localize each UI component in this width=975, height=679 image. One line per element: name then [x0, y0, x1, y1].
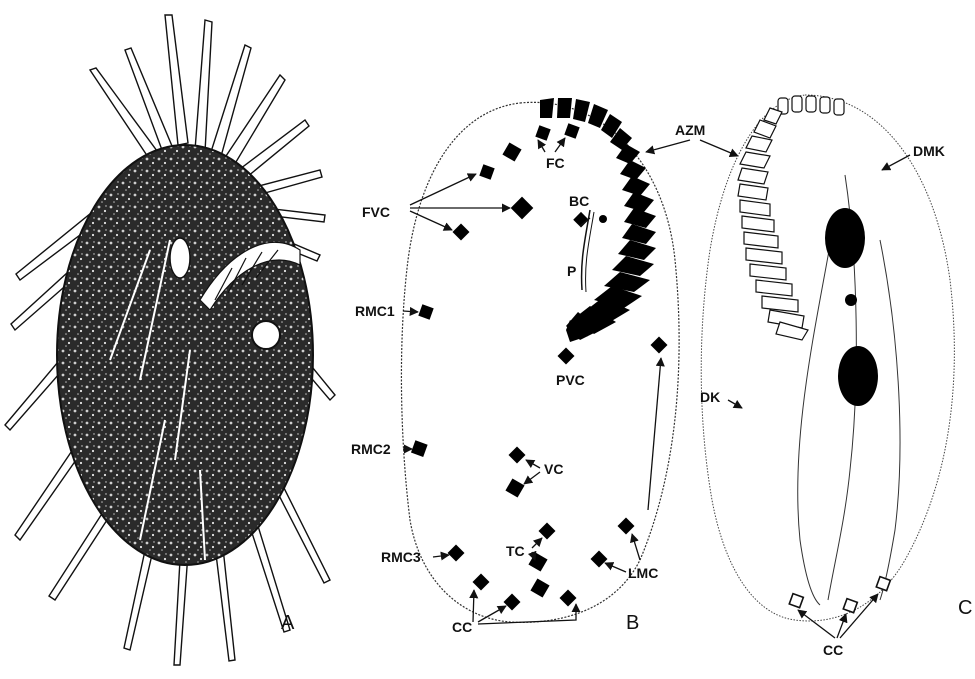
panel-c-letter: C [958, 597, 972, 619]
panel-b-arrows [403, 138, 661, 624]
label-pvc: PVC [556, 372, 585, 388]
panel-b-letter: B [626, 612, 639, 634]
panel-b-adoral-zone [540, 98, 656, 342]
label-rmc2: RMC2 [351, 441, 391, 457]
label-vc: VC [544, 461, 563, 477]
label-rmc3: RMC3 [381, 549, 421, 565]
panel-c-labels: DMK DK CC [700, 143, 945, 658]
label-cc-b: CC [452, 619, 472, 635]
label-cc-c: CC [823, 642, 843, 658]
panel-a-contractile-vacuole [252, 321, 280, 349]
panel-a-letter: A [281, 612, 295, 634]
panel-b-illustration: FC FVC BC P PVC RMC1 RMC2 VC TC RMC3 LMC… [351, 98, 679, 635]
panel-c-illustration: DMK DK CC C [700, 95, 972, 658]
label-fvc: FVC [362, 204, 390, 220]
panel-a-illustration: A [5, 15, 335, 665]
azm-annotation: AZM [646, 122, 738, 156]
panel-a-cell-body [57, 145, 313, 565]
label-tc: TC [506, 543, 525, 559]
label-dmk: DMK [913, 143, 945, 159]
label-fc: FC [546, 155, 565, 171]
label-bc: BC [569, 193, 589, 209]
label-lmc: LMC [628, 565, 658, 581]
panel-a-nucleus [170, 238, 190, 278]
panel-b-labels: FC FVC BC P PVC RMC1 RMC2 VC TC RMC3 LMC… [351, 155, 658, 635]
panel-c-micronucleus [845, 294, 857, 306]
label-p: P [567, 263, 576, 279]
label-dk: DK [700, 389, 720, 405]
panel-c-macronucleus-1 [825, 208, 865, 268]
panel-b-cirri-markers [411, 123, 668, 610]
panel-c-cell-outline [701, 95, 954, 621]
label-rmc1: RMC1 [355, 303, 395, 319]
panel-c-macronucleus-2 [838, 346, 878, 406]
label-azm: AZM [675, 122, 705, 138]
panel-c-caudal-cirri [789, 577, 890, 613]
panel-c-adoral-zone [738, 96, 844, 340]
